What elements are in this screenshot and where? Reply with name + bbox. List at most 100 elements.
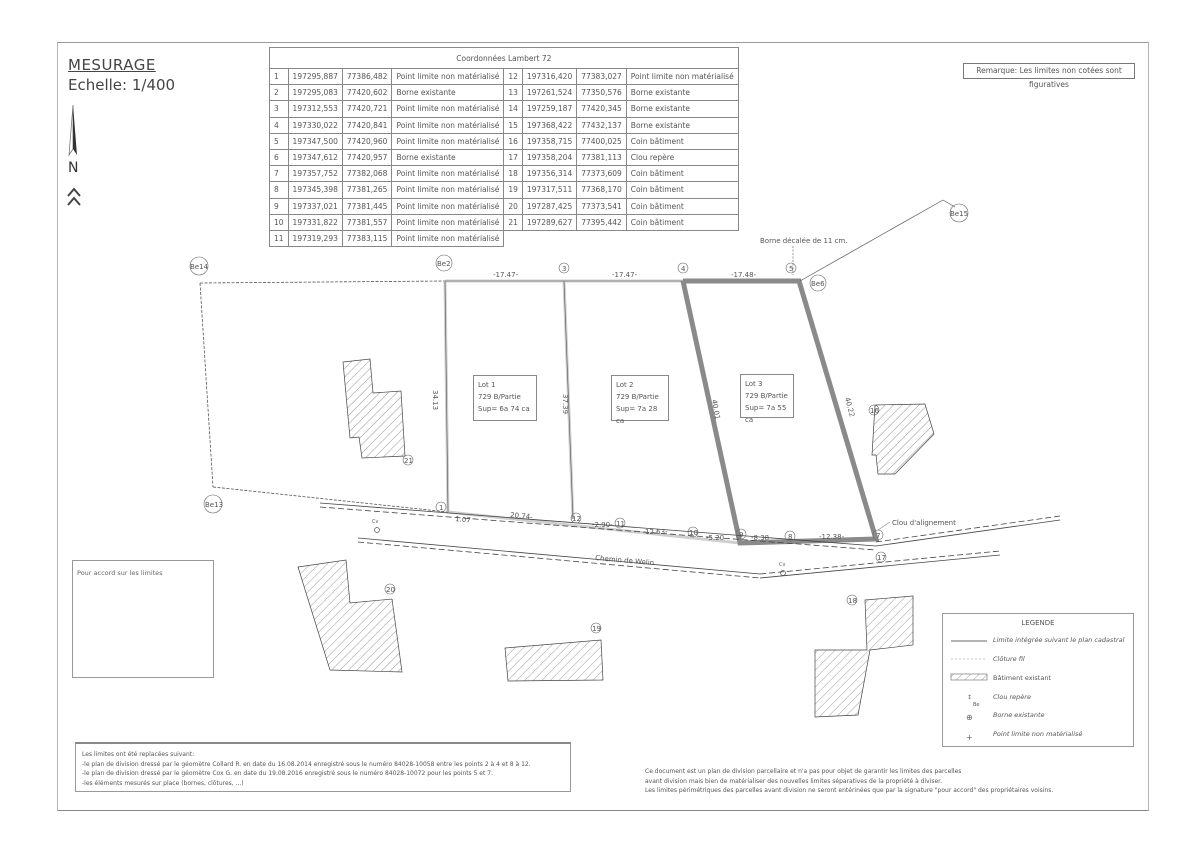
point-label-be13: Be13: [205, 501, 223, 509]
point-number: 21: [503, 213, 523, 231]
disclaimer-text: Ce document est un plan de division parc…: [645, 767, 1125, 796]
remark-box: Remarque: Les limites non cotées sont fi…: [963, 63, 1135, 89]
legend-item-label: Clôture fil: [993, 655, 1025, 663]
north-arrow-icon: [68, 105, 77, 157]
page-title: MESURAGE: [68, 56, 156, 74]
scale-label: Echelle: 1/400: [68, 76, 176, 94]
dim-bottom-d: 12.63-: [645, 528, 668, 536]
building-20: [297, 559, 403, 673]
cv-label: Cv: [372, 519, 378, 525]
point-labels: Be14 Be2 3 4 5 Be6 Be15 Be13 1 12 11 10 …: [190, 210, 968, 633]
legend-title: LEGENDE: [1021, 619, 1055, 627]
point-label-4: 4: [681, 265, 686, 273]
lot-boundaries-light-inner: [444, 280, 683, 520]
point-number: 11: [269, 229, 289, 248]
point-label-16: 16: [870, 407, 879, 415]
lot-parcel: 729 B/Partie: [745, 392, 788, 400]
dim-bottom-f: -8.38-: [751, 534, 772, 542]
road-edges: [319, 502, 1061, 579]
replacement-notes-box: Les limites ont été replacées suivant: -…: [75, 742, 571, 792]
cv-label: Cv: [779, 562, 785, 568]
point-label-8: 8: [788, 533, 792, 541]
lot-area: Sup= 6a 74 ca: [478, 405, 530, 413]
disclaimer-line: Ce document est un plan de division parc…: [645, 768, 962, 775]
point-label-18: 18: [848, 597, 857, 605]
lot-name: Lot 3: [745, 380, 763, 388]
point-label-21: 21: [404, 457, 413, 465]
point-label-20: 20: [386, 586, 395, 594]
note-line: Les limites ont été replacées suivant:: [82, 751, 195, 758]
nail-symbol-icon: ↕: [967, 694, 972, 701]
north-chevrons-icon: [67, 187, 81, 206]
lot-parcel: 729 B/Partie: [478, 393, 521, 401]
lot-3-box: Lot 3 729 B/Partie Sup= 7a 55 ca: [740, 374, 794, 424]
manhole-icon: [780, 570, 786, 576]
note-line: -les éléments mesurés sur place (bornes,…: [82, 779, 244, 787]
point-label-be14: Be14: [190, 263, 209, 271]
legend-item-label: Borne existante: [993, 711, 1045, 719]
dim-side-lot1: 34.13: [431, 390, 439, 410]
point-label-be15: Be15: [950, 210, 968, 218]
building-18: [814, 595, 914, 718]
dim-top-3: -17.48-: [731, 271, 757, 279]
point-label-be2: Be2: [437, 260, 451, 268]
point-label-11: 11: [616, 520, 625, 528]
note-line: -le plan de division dressé par le géomè…: [82, 760, 531, 768]
dim-top-2: -17.47-: [612, 271, 638, 279]
clou-alignement-note: Clou d'alignement: [892, 519, 956, 527]
dimension-labels: -17.47- -17.47- -17.48- 34.13 37.39 40.0…: [431, 271, 856, 542]
accord-label: Pour accord sur les limites: [77, 569, 163, 577]
plan-sheet-border: [57, 42, 1149, 811]
north-label: N: [68, 160, 79, 176]
existing-marker-symbol-icon: ⊕: [966, 713, 973, 722]
dim-bottom-c: -2.90-: [592, 521, 613, 529]
point-label-be6: Be6: [811, 280, 825, 288]
lot-area: Sup= 7a 28 ca: [616, 405, 658, 425]
manhole-icon: [374, 527, 380, 533]
point-markers: [189, 203, 969, 634]
building-16: [871, 403, 935, 475]
legend-item-label: Limite intégrée suivant le plan cadastra…: [993, 636, 1125, 644]
dim-side-lot2: 37.39: [561, 394, 569, 414]
dim-bottom-a: 1.07: [455, 515, 471, 525]
legend-be-superscript: Be: [973, 702, 980, 708]
dim-side-lot3-left: 40.01: [710, 399, 721, 420]
lot-2-box: Lot 2 729 B/Partie Sup= 7a 28 ca: [611, 375, 669, 425]
unmaterialized-point-symbol-icon: +: [966, 733, 973, 742]
point-label-5: 5: [789, 265, 793, 273]
building-21: [342, 358, 406, 459]
legend-symbols: ↕ ⊕ +: [950, 640, 988, 742]
dim-bottom-b: 20.74-: [510, 511, 534, 521]
road-name: Chemin de Welin: [595, 554, 655, 567]
lot-area: Sup= 7a 55 ca: [745, 404, 787, 424]
dim-top-1: -17.47-: [493, 271, 519, 279]
building-symbol-icon: [950, 673, 988, 681]
lot-name: Lot 1: [478, 381, 496, 389]
legend-item-label: Bâtiment existant: [993, 674, 1051, 682]
line-be6-be15: [799, 199, 944, 282]
disclaimer-line: avant division mais bien de matérialiser…: [645, 777, 942, 785]
coord-x: 197358,715: [521, 132, 578, 150]
point-label-1: 1: [439, 504, 443, 512]
legend-box: LEGENDE ↕ ⊕ + Limite intégrée suivant le…: [942, 613, 1134, 747]
lot-3-boundary: [680, 278, 880, 546]
dim-bottom-e: -5.20: [706, 534, 724, 542]
building-19: [504, 639, 604, 682]
coord-x: 197319,293: [287, 229, 343, 248]
lot-parcel: 729 B/Partie: [616, 393, 659, 401]
point-desc: Coin bâtiment: [625, 213, 739, 231]
point-desc: Point limite non matérialisé: [391, 229, 505, 248]
dim-bottom-g: -12.38-: [819, 533, 845, 541]
point-label-19: 19: [592, 625, 601, 633]
note-line: -le plan de division dressé par le géomè…: [82, 770, 493, 777]
dim-side-lot3-right: 40.22: [843, 396, 856, 417]
